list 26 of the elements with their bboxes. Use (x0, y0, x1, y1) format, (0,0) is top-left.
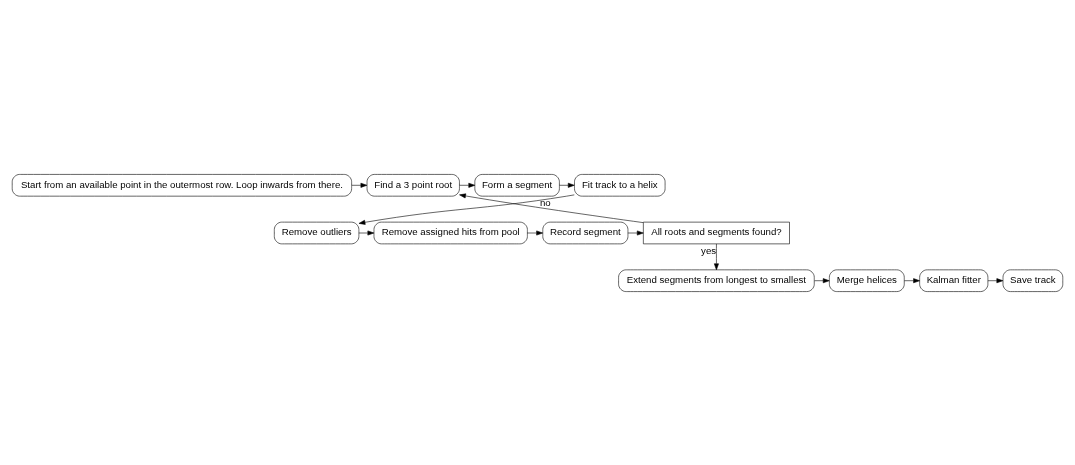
node-box: Start from an available point in the outermost row. Loop inwards from there. (11, 173, 352, 196)
arrow (459, 193, 644, 223)
arrow (627, 230, 644, 235)
node-box: Remove outliers (274, 221, 360, 244)
arrow (559, 182, 575, 188)
node-box: Record segment (542, 221, 629, 244)
node-box: Form a segment (474, 173, 560, 196)
node-box: Find a 3 point root (366, 173, 460, 196)
arrow (714, 243, 719, 270)
arrow (814, 277, 830, 283)
node-box: Fit track to a helix (574, 173, 666, 196)
arrow (358, 194, 575, 225)
node-box: Extend segments from longest to smallest (618, 269, 815, 292)
node-box: Save track (1002, 269, 1064, 292)
arrow (904, 277, 920, 283)
arrow (358, 230, 375, 235)
node-box: All roots and segments found? (643, 221, 790, 244)
edge-label: yes (701, 244, 717, 256)
arrow (459, 182, 476, 188)
node-box: Kalman fitter (919, 269, 989, 292)
arrow (351, 182, 368, 188)
arrow (987, 277, 1004, 283)
node-box: Remove assigned hits from pool (373, 221, 528, 244)
node-box: Merge helices (829, 269, 905, 292)
arrow (527, 230, 543, 235)
edge-label: no (539, 196, 551, 208)
